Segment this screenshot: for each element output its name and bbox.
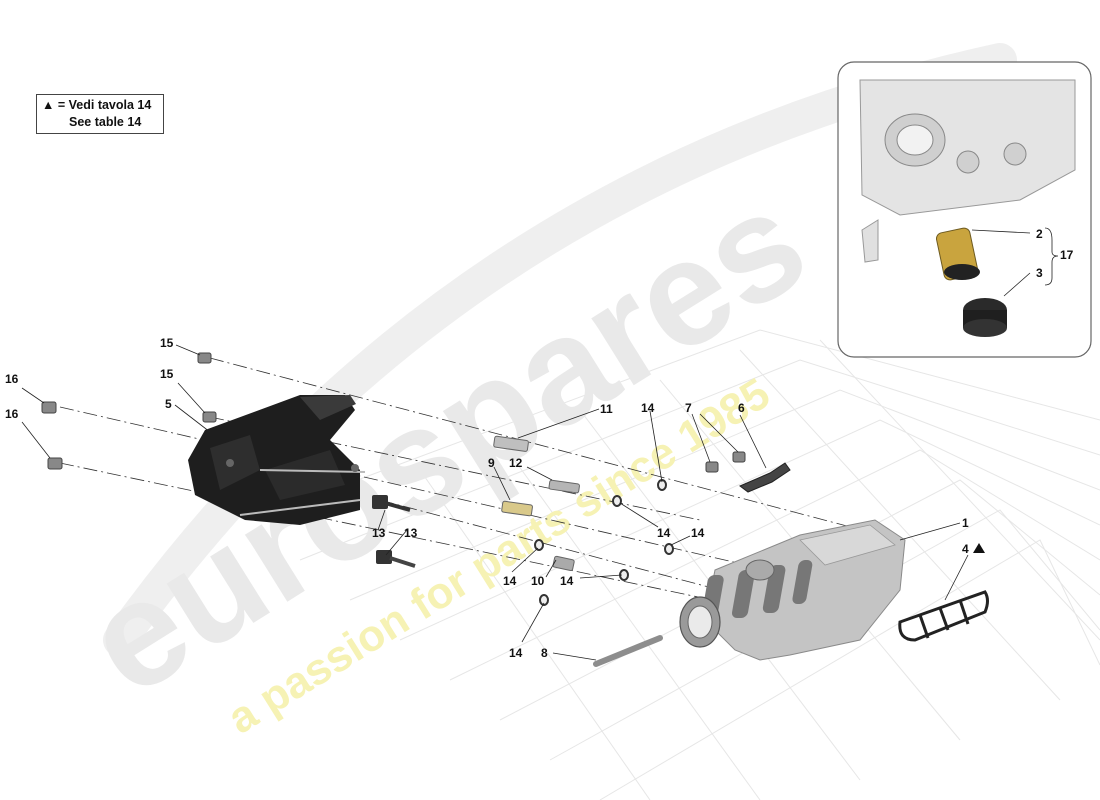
legend-italian: Vedi tavola 14 bbox=[68, 98, 152, 112]
callout-10: 10 bbox=[531, 574, 545, 588]
callout-14a: 14 bbox=[641, 401, 655, 415]
legend-box: ▲ = Vedi tavola 14 See table 14 bbox=[36, 94, 164, 134]
callout-8: 8 bbox=[541, 646, 548, 660]
callout-12: 12 bbox=[509, 456, 523, 470]
callout-14b: 14 bbox=[657, 526, 671, 540]
callout-11: 11 bbox=[600, 402, 613, 416]
callout-5: 5 bbox=[165, 397, 172, 411]
oil-filter-part-2 bbox=[935, 227, 980, 281]
callout-16a: 16 bbox=[5, 372, 19, 386]
callout-6: 6 bbox=[738, 401, 745, 415]
legend-line-1: ▲ = Vedi tavola 14 bbox=[42, 98, 151, 112]
legend-line-2: See table 14 bbox=[69, 115, 142, 129]
filter-cap-part-3 bbox=[963, 298, 1007, 337]
fasteners bbox=[41, 352, 791, 606]
callout-14f: 14 bbox=[509, 646, 523, 660]
manifold-part-1 bbox=[679, 519, 906, 661]
leader-lines bbox=[21, 227, 1059, 661]
callout-16b: 16 bbox=[5, 407, 19, 421]
callout-13a: 13 bbox=[372, 526, 386, 540]
callout-14c: 14 bbox=[691, 526, 705, 540]
engine-block-detail bbox=[859, 79, 1076, 263]
housing-part-5 bbox=[188, 395, 366, 525]
callout-13b: 13 bbox=[404, 526, 418, 540]
callout-1: 1 bbox=[962, 516, 969, 530]
callout-14e: 14 bbox=[560, 574, 574, 588]
callout-17: 17 bbox=[1060, 248, 1074, 262]
rod-part-8 bbox=[593, 635, 663, 667]
legend-symbol: ▲ = bbox=[42, 98, 66, 112]
callout-4-triangle bbox=[973, 543, 985, 553]
callout-2: 2 bbox=[1036, 227, 1043, 241]
callout-labels: 1 2 3 4 5 6 7 8 9 10 11 12 13 13 14 14 1… bbox=[5, 227, 1074, 660]
callout-7: 7 bbox=[685, 401, 692, 415]
gasket-part-4 bbox=[898, 590, 989, 642]
callout-3: 3 bbox=[1036, 266, 1043, 280]
callout-15b: 15 bbox=[160, 367, 174, 381]
inset-panel bbox=[837, 61, 1092, 358]
callout-9: 9 bbox=[488, 456, 495, 470]
callout-14d: 14 bbox=[503, 574, 517, 588]
callout-4: 4 bbox=[962, 542, 969, 556]
callout-15a: 15 bbox=[160, 336, 174, 350]
